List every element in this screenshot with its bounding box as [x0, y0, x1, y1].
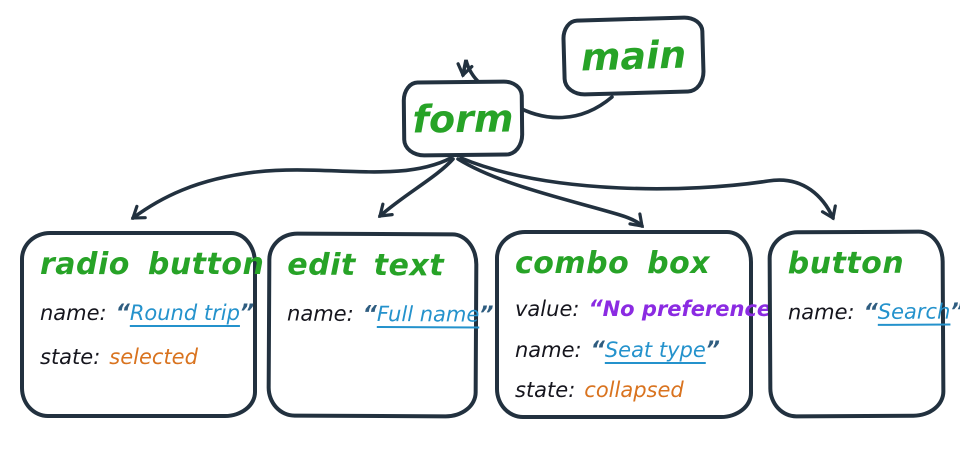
- node-title: main: [580, 32, 687, 80]
- node-title: form: [412, 95, 514, 142]
- property-label: state:: [515, 378, 576, 402]
- close-quote: ”: [950, 299, 960, 325]
- node-radio-button: radio button name: “Round trip” state: sel…: [20, 231, 265, 418]
- property-row: name: “Full name”: [286, 301, 494, 329]
- node-title: button: [787, 245, 905, 282]
- property-label: name:: [286, 301, 354, 326]
- property-row: value:“No preference”: [515, 296, 785, 324]
- property-value: collapsed: [584, 378, 684, 402]
- property-row: name: “Round trip”: [40, 300, 254, 328]
- property-row: state: collapsed: [515, 377, 733, 403]
- node-title: combo box: [515, 246, 711, 281]
- node-combo-box: combo box value:“No preference” name:“Se…: [495, 230, 785, 419]
- node-title: radio button: [40, 247, 265, 282]
- close-quote: ”: [705, 337, 720, 363]
- open-quote: “: [863, 299, 878, 325]
- property-row: name: “Search”: [787, 299, 960, 327]
- edge-form-combo-box: [456, 157, 644, 228]
- property-label: state:: [40, 344, 101, 369]
- open-quote: “: [362, 301, 377, 328]
- node-button: button name: “Search”: [767, 229, 960, 419]
- property-row: state: selected: [40, 344, 237, 370]
- edge-form-button: [459, 156, 837, 221]
- property-value: Full name: [376, 302, 480, 327]
- open-quote: “: [588, 297, 603, 322]
- property-label: name:: [515, 337, 582, 362]
- property-value: selected: [109, 344, 198, 369]
- property-label: name:: [40, 301, 107, 325]
- property-value: Round trip: [129, 301, 240, 325]
- edge-form-edit-text: [377, 157, 455, 218]
- property-value: No preference: [602, 297, 772, 321]
- node-title: edit text: [287, 247, 445, 284]
- open-quote: “: [590, 337, 605, 363]
- property-label: name:: [787, 300, 855, 325]
- property-value: Search: [877, 299, 951, 324]
- node-form: form: [401, 79, 525, 158]
- close-quote: ”: [239, 301, 255, 326]
- close-quote: ”: [479, 302, 494, 328]
- edge-form-radio-button: [130, 156, 453, 220]
- open-quote: “: [115, 301, 130, 326]
- property-value: Seat type: [604, 337, 706, 362]
- property-label: value:: [515, 297, 580, 321]
- node-main: main: [560, 15, 707, 97]
- property-row: name: “Seat type”: [515, 337, 733, 365]
- node-edit-text: edit text name: “Full name”: [266, 231, 494, 419]
